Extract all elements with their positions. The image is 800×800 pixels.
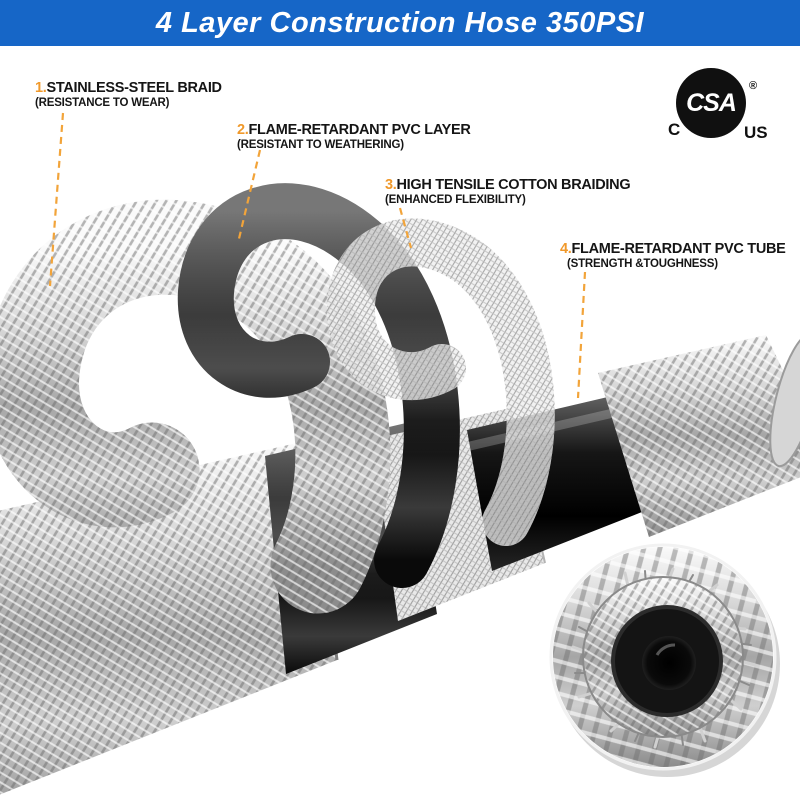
banner-title: 4 Layer Construction Hose 350PSI (155, 6, 645, 39)
callout-number: 1. (35, 80, 47, 96)
leader-line-4 (576, 271, 587, 399)
leader-lines (48, 112, 587, 399)
callout-number: 3. (385, 177, 397, 193)
callout-number: 2. (237, 122, 249, 138)
callout-subtitle: (RESISTANCE TO WEAR) (35, 97, 170, 109)
callout-stainless-steel-braid: 1.STAINLESS-STEEL BRAID (RESISTANCE TO W… (35, 80, 222, 109)
callout-title: 4.FLAME-RETARDANT PVC TUBE (560, 241, 786, 257)
callout-title-text: STAINLESS-STEEL BRAID (46, 80, 223, 96)
csa-c-mark: C (668, 120, 681, 139)
callout-title-text: FLAME-RETARDANT PVC LAYER (248, 122, 471, 138)
hose-bore (642, 636, 696, 690)
hose-end-braid (598, 332, 800, 537)
leader-line-2 (236, 149, 262, 244)
leader-line-3 (398, 207, 413, 249)
callout-subtitle: (ENHANCED FLEXIBILITY) (385, 194, 526, 206)
cross-section-inset (549, 543, 780, 777)
callout-pvc-tube: 4.FLAME-RETARDANT PVC TUBE (STRENGTH &TO… (560, 241, 786, 270)
banner: 4 Layer Construction Hose 350PSI (0, 0, 800, 46)
leader-line-1 (48, 112, 65, 287)
callout-pvc-layer: 2.FLAME-RETARDANT PVC LAYER (RESISTANT T… (237, 122, 471, 151)
braid-curl (0, 199, 391, 614)
callout-title-text: FLAME-RETARDANT PVC TUBE (571, 241, 786, 257)
csa-us-mark: US (744, 123, 768, 142)
csa-monogram: CSA (686, 88, 737, 117)
callout-subtitle: (STRENGTH &TOUGHNESS) (567, 258, 718, 270)
callout-title: 1.STAINLESS-STEEL BRAID (35, 80, 222, 96)
callout-title: 3.HIGH TENSILE COTTON BRAIDING (385, 177, 631, 193)
callout-title-text: HIGH TENSILE COTTON BRAIDING (396, 177, 631, 193)
callout-cotton-braiding: 3.HIGH TENSILE COTTON BRAIDING (ENHANCED… (385, 177, 631, 206)
callout-title: 2.FLAME-RETARDANT PVC LAYER (237, 122, 471, 138)
csa-circle-mark: CSA (676, 68, 746, 138)
callout-number: 4. (560, 241, 572, 257)
callout-subtitle: (RESISTANT TO WEATHERING) (237, 139, 404, 151)
pvc-curl (177, 183, 460, 588)
mesh-curl (326, 218, 555, 546)
csa-logo: CSA ® C US (668, 68, 772, 152)
registered-symbol: ® (749, 80, 758, 92)
